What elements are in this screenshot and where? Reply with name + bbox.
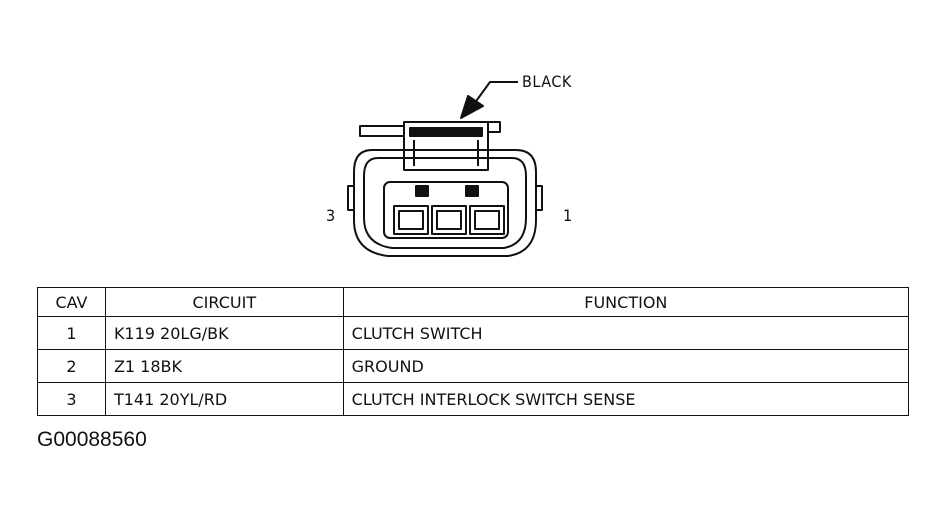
table-row: 2 Z1 18BK GROUND (37, 349, 910, 383)
cav-cell: 3 (37, 382, 106, 416)
cavity-3-label: 3 (326, 206, 336, 225)
circuit-cell: T141 20YL/RD (104, 382, 344, 416)
connector-housing (353, 149, 537, 257)
function-cell: GROUND (342, 349, 910, 383)
black-leader-arrow (460, 81, 518, 119)
terminal-latch-small-left (415, 185, 429, 197)
function-cell: CLUTCH INTERLOCK SWITCH SENSE (342, 382, 910, 416)
cavity-1-label: 1 (563, 206, 573, 225)
header-cav: CAV (37, 287, 106, 317)
header-circuit: CIRCUIT (104, 287, 344, 317)
header-function: FUNCTION (342, 287, 910, 317)
figure-id: G00088560 (37, 428, 147, 451)
table-row: 1 K119 20LG/BK CLUTCH SWITCH (37, 316, 910, 350)
terminal-latch-small-right (465, 185, 479, 197)
table-row: 3 T141 20YL/RD CLUTCH INTERLOCK SWITCH S… (37, 382, 910, 416)
circuit-cell: Z1 18BK (104, 349, 344, 383)
function-cell: CLUTCH SWITCH (342, 316, 910, 350)
cav-cell: 1 (37, 316, 106, 350)
cavity-2 (431, 205, 467, 235)
table-header-row: CAV CIRCUIT FUNCTION (37, 287, 910, 317)
connector-ear-left (347, 185, 354, 211)
cavity-3 (393, 205, 429, 235)
cavity-1 (469, 205, 505, 235)
circuit-cell: K119 20LG/BK (104, 316, 344, 350)
connector-latch (359, 121, 501, 171)
terminal-block (383, 181, 509, 239)
pinout-table: CAV CIRCUIT FUNCTION 1 K119 20LG/BK CLUT… (37, 287, 910, 416)
cav-cell: 2 (37, 349, 106, 383)
connector-housing-inner (363, 157, 527, 249)
connector-ear-right (536, 185, 543, 211)
connector-color-label: BLACK (522, 72, 572, 91)
